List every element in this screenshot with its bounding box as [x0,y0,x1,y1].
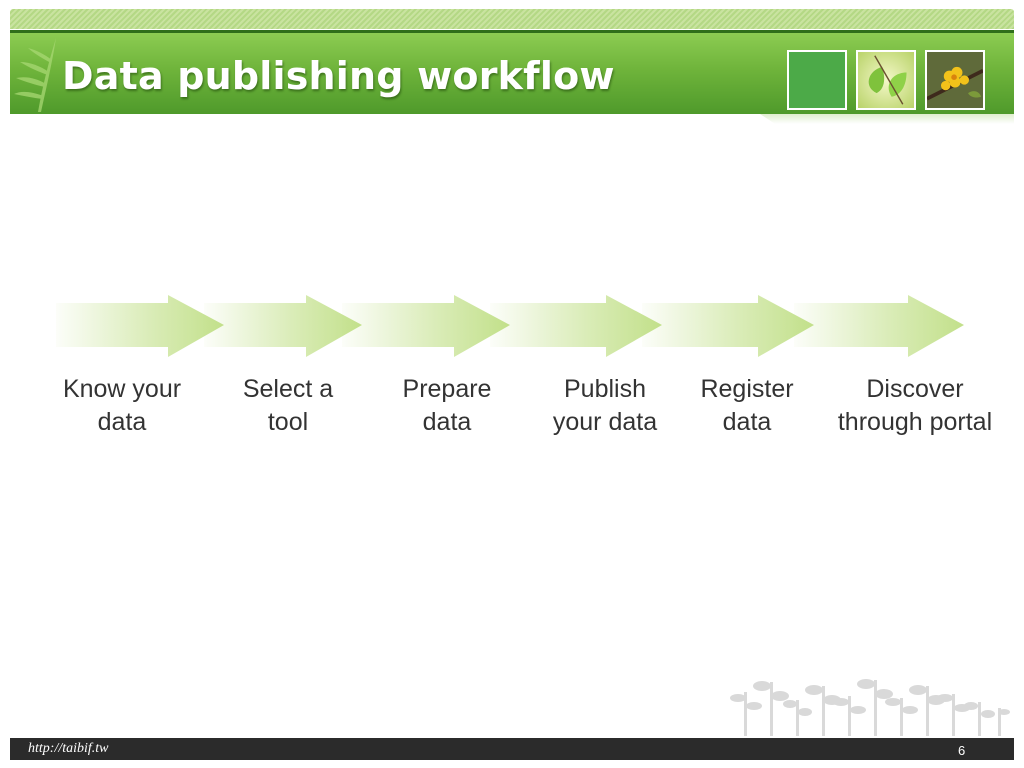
seedling-decoration-icon [730,679,1010,736]
page-title: Data publishing workflow [62,54,615,98]
header-stripe [10,9,1014,29]
workflow-arrows [56,295,964,357]
header-shadow [760,114,1014,124]
footer-bar [10,738,1014,760]
workflow-arrow [56,295,224,357]
workflow-arrow [642,295,814,357]
workflow-arrow [490,295,662,357]
leaf-photo-icon [856,50,916,110]
workflow-arrow [342,295,510,357]
yellow-flower-photo-icon [925,50,985,110]
workflow-arrow [204,295,362,357]
fern-leaf-icon [14,38,56,112]
green-square-icon [787,50,847,110]
workflow-arrow [794,295,964,357]
page-number: 6 [958,743,966,758]
footer-url: http://taibif.tw [28,741,109,756]
